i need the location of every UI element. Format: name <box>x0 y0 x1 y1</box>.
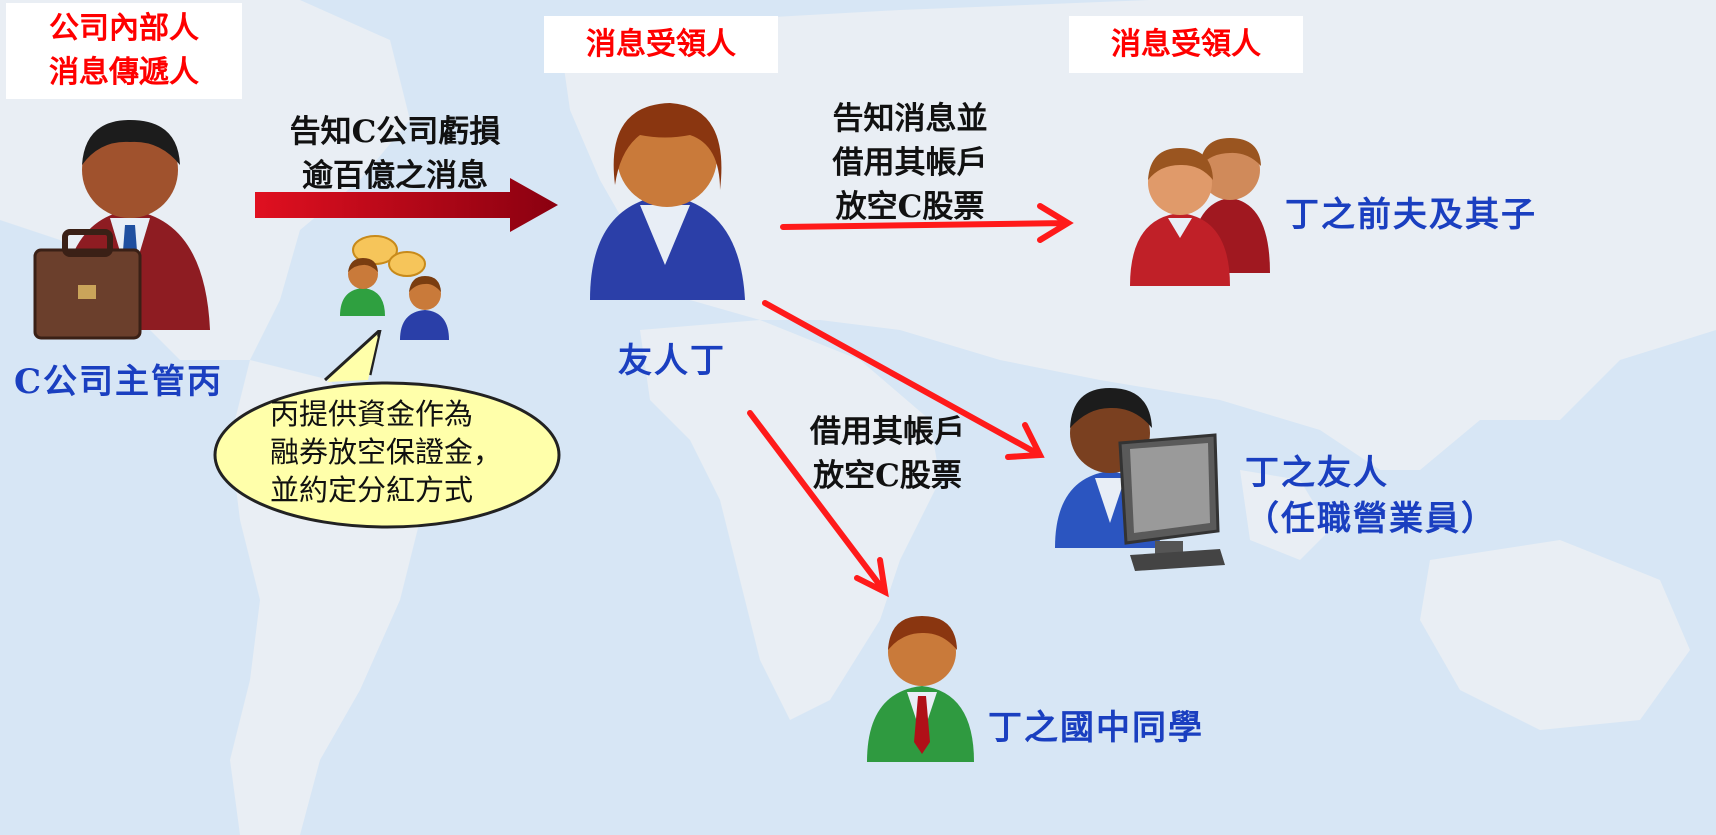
tell-label-line-3: 放空C股票 <box>835 189 985 225</box>
arrow-to-broker <box>762 300 1045 460</box>
tell-and-borrow-label: 告知消息並 借用其帳戶 放空C股票 <box>805 97 1015 229</box>
tip-arrow <box>255 178 558 232</box>
borrow-label: 借用其帳戶 放空C股票 <box>795 410 980 498</box>
friend-label: 友人丁 <box>618 341 726 381</box>
classmate-label: 丁之國中同學 <box>988 708 1204 748</box>
recipient-label-box-2: 消息受領人 <box>1069 16 1303 73</box>
woman-avatar-icon <box>590 103 745 300</box>
insider-label-line-2: 消息傳遞人 <box>49 55 199 90</box>
arrow-to-classmate <box>747 410 889 598</box>
businessman-briefcase-icon <box>33 120 210 340</box>
recipient-label-box-1: 消息受領人 <box>544 16 778 73</box>
man-avatar-icon <box>867 616 974 762</box>
tip-label-line-1: 告知C公司虧損 <box>289 114 501 150</box>
borrow-label-line-2: 放空C股票 <box>813 458 962 494</box>
user-computer-icon <box>1055 388 1225 571</box>
broker-friend-label-2: （任職營業員） <box>1245 499 1497 539</box>
insider-label-line-1: 公司內部人 <box>49 11 199 46</box>
broker-friend-label-1: 丁之友人 <box>1245 453 1389 493</box>
tip-label-line-2: 逾百億之消息 <box>302 158 488 194</box>
bubble-text: 丙提供資金作為 融券放空保證金， 並約定分紅方式 <box>270 395 502 509</box>
ex-husband-son-label: 丁之前夫及其子 <box>1285 195 1537 235</box>
two-users-icon <box>1130 138 1270 286</box>
tell-label-line-1: 告知消息並 <box>832 101 988 137</box>
bubble-line-1: 丙提供資金作為 <box>270 397 474 431</box>
bubble-line-2: 融券放空保證金， <box>270 435 503 469</box>
speech-bubble <box>213 330 561 529</box>
insider-label-box: 公司內部人 消息傳遞人 <box>6 3 242 99</box>
borrow-label-line-1: 借用其帳戶 <box>810 414 965 450</box>
chatting-users-icon <box>340 235 449 340</box>
bubble-line-3: 並約定分紅方式 <box>270 473 474 507</box>
arrow-to-ex-husband <box>780 203 1074 243</box>
tell-label-line-2: 借用其帳戶 <box>832 145 988 181</box>
manager-label: C公司主管丙 <box>14 362 224 402</box>
tip-arrow-label: 告知C公司虧損 逾百億之消息 <box>270 110 520 198</box>
